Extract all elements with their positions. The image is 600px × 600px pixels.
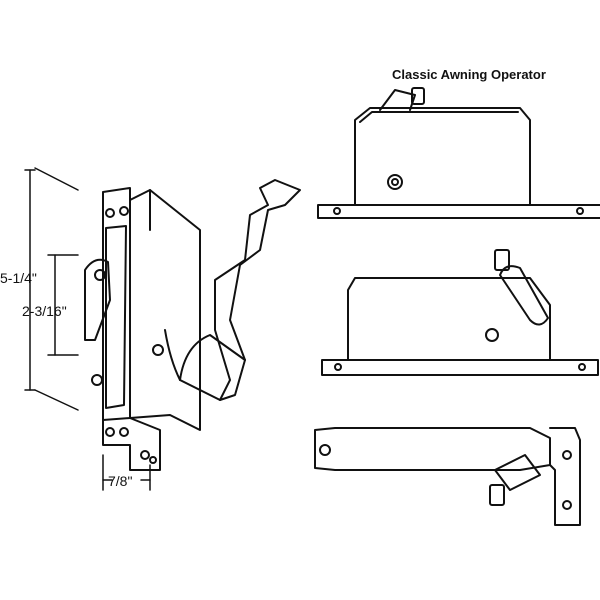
base-width-label: 7/8" <box>108 473 133 489</box>
dimension-lines <box>24 167 151 491</box>
operator-bottom-view <box>314 427 581 526</box>
operator-side-view <box>84 179 301 471</box>
operator-middle-view <box>321 249 599 376</box>
overall-height-label: 5-1/4" <box>0 270 37 286</box>
diagram-title: Classic Awning Operator <box>392 67 546 82</box>
operator-top-view <box>317 87 600 219</box>
hole-spacing-label: 2-3/16" <box>22 303 67 319</box>
